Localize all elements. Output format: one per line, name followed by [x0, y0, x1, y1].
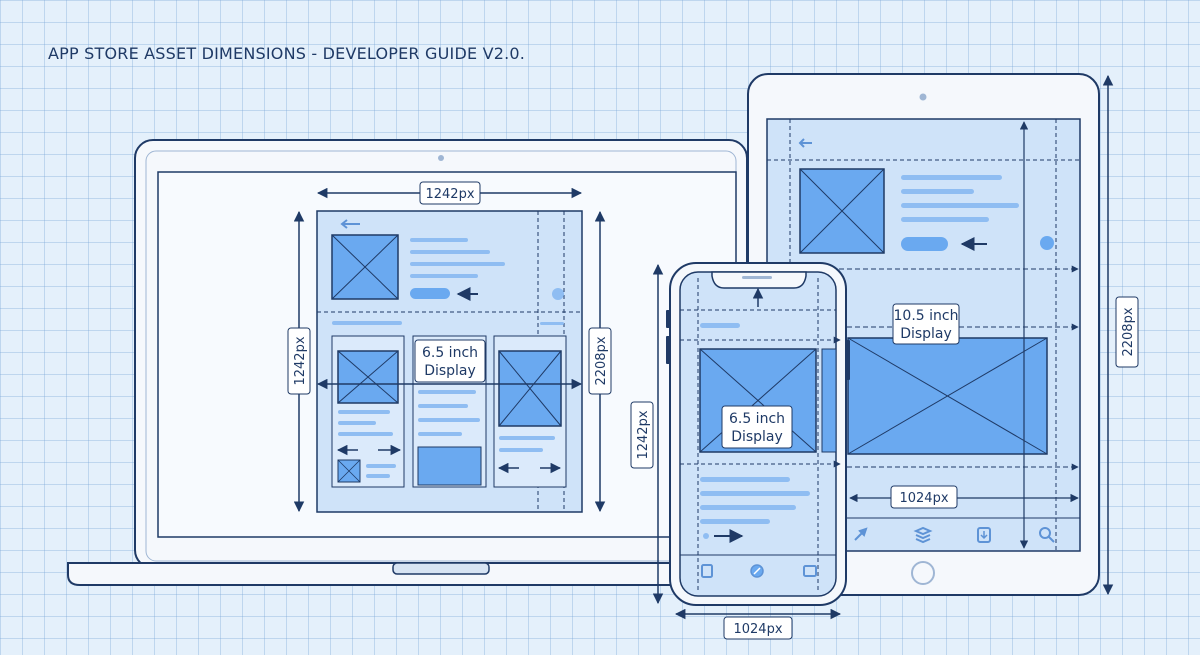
laptop-height-left-label: 1242px — [293, 336, 308, 385]
tablet-home-button — [911, 561, 935, 585]
compass-icon[interactable] — [750, 564, 764, 578]
download-icon[interactable] — [977, 527, 991, 543]
image-placeholder-icon — [498, 350, 562, 427]
phone-display-label-line1: 6.5 inch — [729, 411, 785, 427]
briefcase-icon[interactable] — [803, 565, 817, 577]
phone: 6.5 inch Display 1242px 1024px — [630, 262, 850, 640]
search-icon[interactable] — [1039, 527, 1055, 543]
rocket-icon[interactable] — [854, 527, 868, 541]
phone-notch — [711, 271, 807, 289]
phone-display-label-line2: Display — [731, 429, 783, 445]
laptop-notch — [392, 562, 490, 575]
image-placeholder-icon — [847, 337, 1048, 455]
document-icon[interactable] — [701, 564, 713, 578]
laptop-height-right-label: 2208px — [594, 336, 609, 385]
laptop: 1242px 1242px 2208px 6.5 inch Display — [67, 139, 748, 586]
image-placeholder-icon — [337, 459, 361, 483]
page-title: APP STORE ASSET DIMENSIONS - DEVELOPER G… — [48, 44, 526, 63]
tablet-display-label-line1: 10.5 inch — [894, 308, 959, 324]
laptop-width-label: 1242px — [425, 187, 474, 202]
tablet-width-label: 1024px — [899, 491, 948, 506]
phone-height-label: 1242px — [636, 410, 651, 459]
laptop-camera — [438, 155, 444, 161]
tablet-camera — [919, 93, 927, 101]
laptop-base — [67, 562, 681, 586]
phone-width-label: 1024px — [733, 622, 782, 637]
laptop-display-label-line2: Display — [424, 363, 476, 379]
image-placeholder-icon — [337, 350, 399, 404]
tablet-height-label: 2208px — [1121, 307, 1136, 356]
image-placeholder-icon — [799, 168, 885, 254]
laptop-display-label-line1: 6.5 inch — [422, 345, 478, 361]
layers-icon[interactable] — [913, 526, 933, 544]
tablet-display-label-line2: Display — [900, 326, 952, 342]
image-placeholder-icon — [331, 234, 399, 300]
